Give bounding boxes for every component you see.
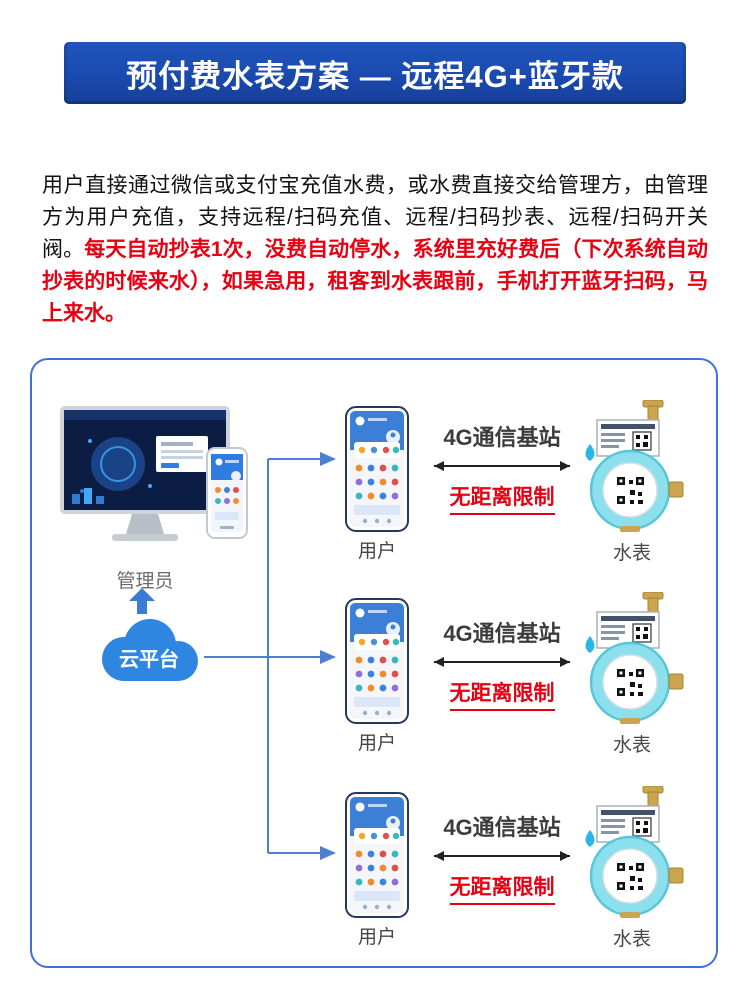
title-banner: 预付费水表方案 — 远程4G+蓝牙款 bbox=[64, 42, 686, 104]
user-label: 用户 bbox=[357, 733, 396, 754]
architecture-diagram: 管理员 云平台 bbox=[30, 358, 718, 968]
limit-label: 无距离限制 bbox=[449, 871, 555, 905]
link-group: 4G通信基站 无距离限制 bbox=[417, 420, 587, 515]
limit-label: 无距离限制 bbox=[449, 677, 555, 711]
water-meter-icon bbox=[585, 400, 684, 532]
admin-label: 管理员 bbox=[116, 571, 174, 592]
cloud-platform: 云平台 bbox=[90, 613, 208, 695]
station-label: 4G通信基站 bbox=[443, 815, 561, 840]
cloud-label: 云平台 bbox=[119, 649, 179, 671]
water-meter-icon bbox=[585, 592, 684, 724]
double-arrow-icon bbox=[434, 461, 570, 471]
cloud-icon bbox=[102, 619, 198, 681]
up-arrow-icon bbox=[129, 588, 155, 614]
connector-lines bbox=[204, 452, 336, 860]
user-phone-icon bbox=[345, 792, 409, 918]
meter-label: 水表 bbox=[612, 543, 651, 564]
link-group: 4G通信基站 无距离限制 bbox=[417, 810, 587, 905]
link-group: 4G通信基站 无距离限制 bbox=[417, 616, 587, 711]
meter-label: 水表 bbox=[612, 929, 651, 950]
user-phone-icon bbox=[345, 598, 409, 724]
double-arrow-icon bbox=[434, 657, 570, 667]
intro-normal-text: 用户直接通过微信或支付宝充值水费，或水费直接交给管理方，由管理方为用户充值，支持… bbox=[42, 174, 708, 261]
limit-label: 无距离限制 bbox=[449, 481, 555, 515]
admin-phone-icon bbox=[206, 447, 248, 539]
double-arrow-icon bbox=[434, 851, 570, 861]
intro-paragraph: 用户直接通过微信或支付宝充值水费，或水费直接交给管理方，由管理方为用户充值，支持… bbox=[42, 170, 708, 330]
user-label: 用户 bbox=[357, 541, 396, 562]
intro-highlight-text: 每天自动抄表1次，没费自动停水，系统里充好费后（下次系统自动抄表的时候来水），如… bbox=[42, 238, 708, 325]
page-title: 预付费水表方案 — 远程4G+蓝牙款 bbox=[126, 58, 624, 94]
meter-label: 水表 bbox=[612, 735, 651, 756]
station-label: 4G通信基站 bbox=[443, 425, 561, 450]
admin-monitor-icon bbox=[60, 406, 248, 541]
station-label: 4G通信基站 bbox=[443, 621, 561, 646]
user-phone-icon bbox=[345, 406, 409, 532]
user-label: 用户 bbox=[357, 927, 396, 948]
water-meter-icon bbox=[585, 786, 684, 918]
